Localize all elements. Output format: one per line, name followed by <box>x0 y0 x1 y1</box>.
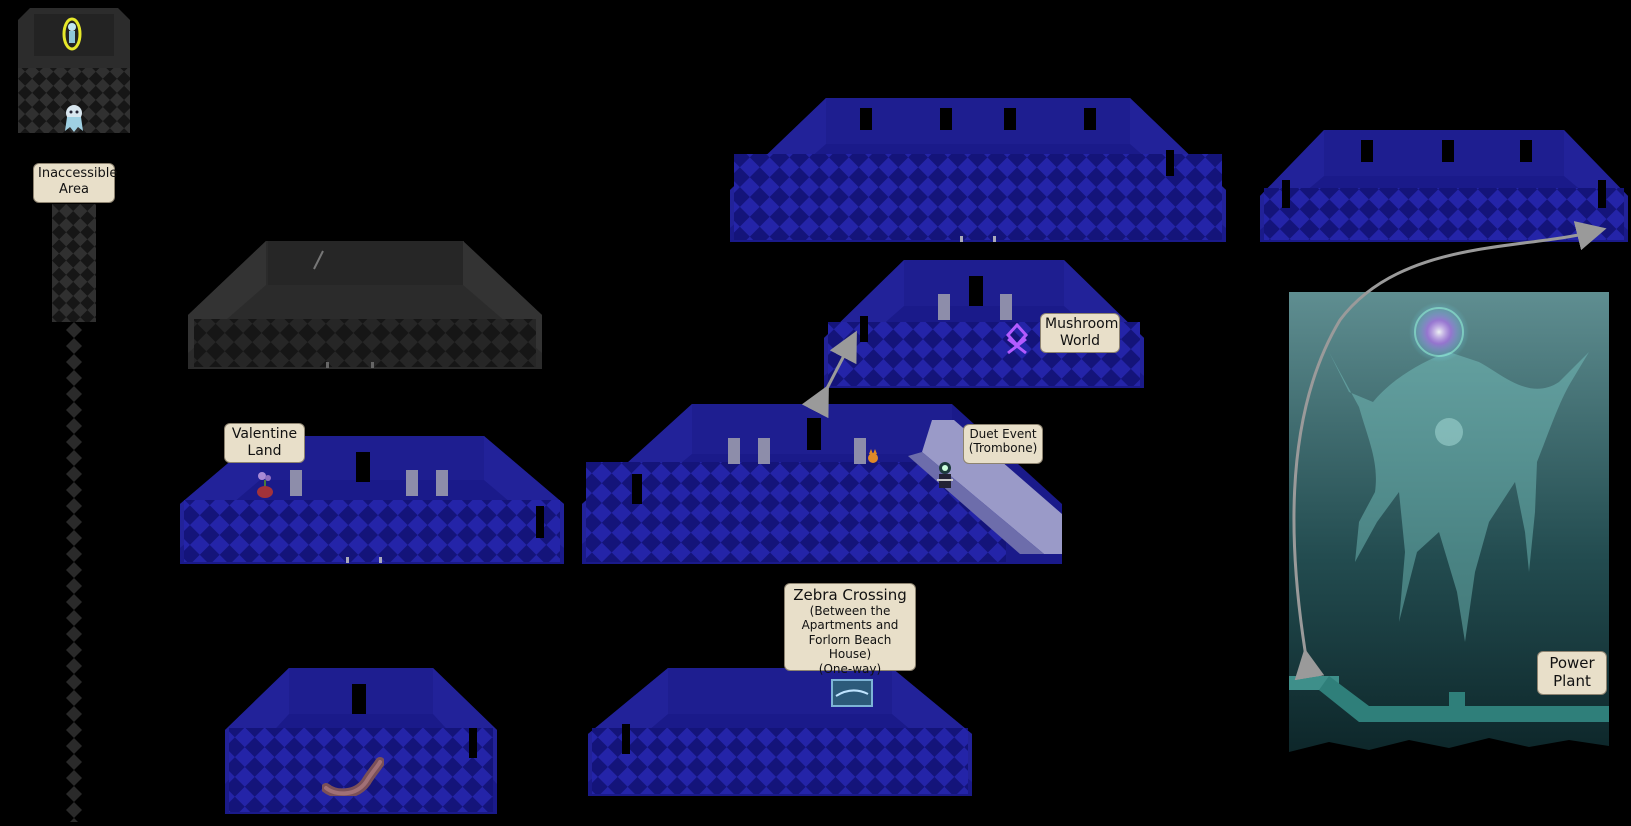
glowing-figure-icon <box>62 17 82 51</box>
worm-room <box>225 668 497 814</box>
power-plant-panel <box>1289 292 1609 772</box>
duet-event-label: Duet Event(Trombone) <box>964 425 1042 463</box>
duet-room <box>582 404 1062 564</box>
orange-cat-icon[interactable] <box>866 448 880 464</box>
potted-plant-icon[interactable] <box>254 470 276 500</box>
top-right-room <box>1260 130 1628 242</box>
zebra-crossing-label: Zebra Crossing (Between the Apartments a… <box>785 584 915 676</box>
trombone-npc-icon[interactable] <box>935 460 955 492</box>
worm-creature-icon[interactable] <box>321 756 385 799</box>
corridor-column <box>52 204 96 322</box>
ghost-npc-icon[interactable] <box>63 103 85 133</box>
mushroom-world-rune-icon[interactable] <box>1004 322 1030 355</box>
zebra-crossing-room <box>588 668 972 796</box>
corridor-path <box>66 322 82 822</box>
top-wide-room <box>730 98 1226 242</box>
dark-room <box>188 241 542 369</box>
